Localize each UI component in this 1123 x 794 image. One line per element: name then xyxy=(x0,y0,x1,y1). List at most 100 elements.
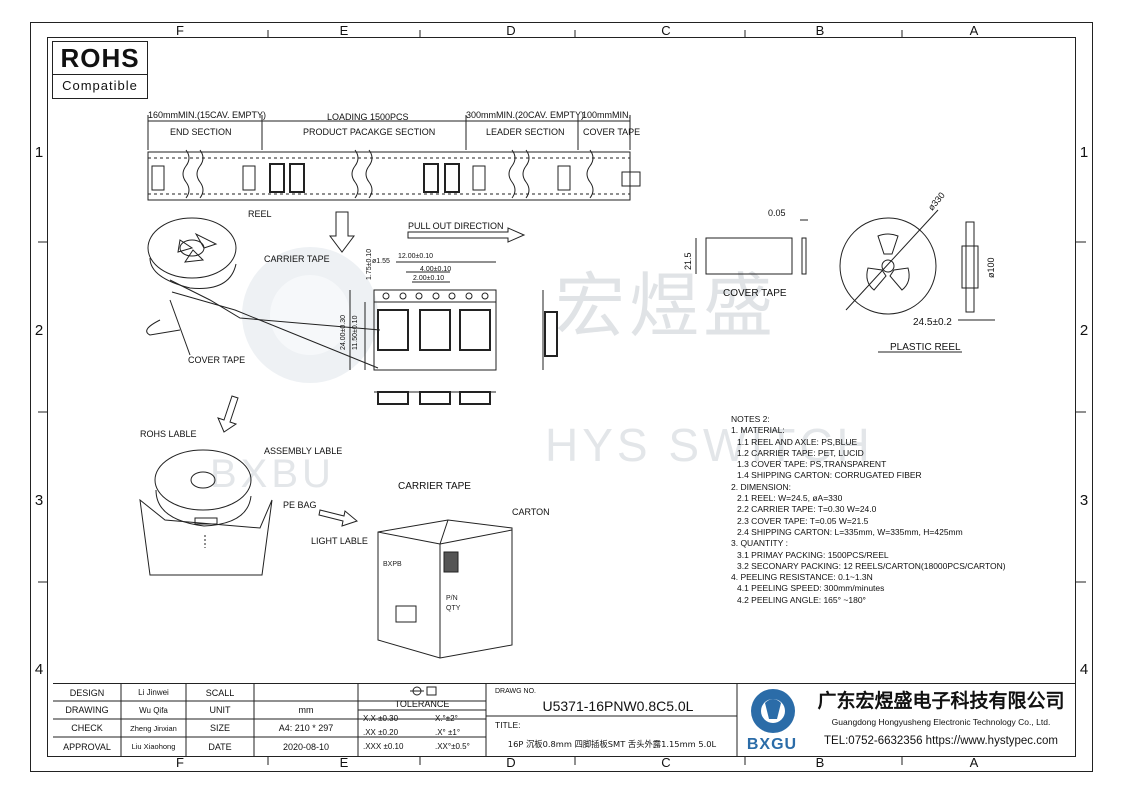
zone-letter-bottom-e: E xyxy=(339,755,349,770)
zone-letter-top-e: E xyxy=(339,23,349,38)
drawing-inner-frame xyxy=(47,37,1076,757)
zone-letter-top-b: B xyxy=(815,23,825,38)
company-contact: TEL:0752-6632356 https://www.hystypec.co… xyxy=(824,735,1058,747)
note-line: 2.1 REEL: W=24.5, øA=330 xyxy=(737,493,843,504)
val-date: 2020-08-10 xyxy=(282,741,330,752)
dim-pitch-2: 2.00±0.10 xyxy=(413,275,445,282)
note-line: 1.1 REEL AND AXLE: PS,BLUE xyxy=(737,436,858,447)
rohs-title: ROHS xyxy=(53,42,147,75)
label-pe-bag: PE BAG xyxy=(283,500,317,510)
zone-letter-bottom-a: A xyxy=(969,755,979,770)
label-carton: CARTON xyxy=(512,507,550,517)
title-block-grid xyxy=(53,684,738,756)
note-line: 4.1 PEELING SPEED: 300mm/minutes xyxy=(737,583,885,594)
drawing-outer-frame xyxy=(30,22,1093,772)
tape-cover-length: 100mmMIN. xyxy=(582,110,632,120)
label-reel: REEL xyxy=(248,209,272,219)
zone-letter-top-a: A xyxy=(969,23,979,38)
company-name-chinese: 广东宏煜盛电子科技有限公司 xyxy=(817,689,1065,712)
label-light-lable: LIGHT LABLE xyxy=(311,536,368,546)
zone-number-right-2: 2 xyxy=(1079,322,1089,339)
dim-pitch-4: 4.00±0.10 xyxy=(420,266,452,273)
dim-hole-diameter: ø1.55 xyxy=(372,258,390,265)
tol-linear-1: X.X ±0.30 xyxy=(363,713,399,723)
watermark-english: HYS SWITCH xyxy=(545,419,874,471)
svg-text:BXPB: BXPB xyxy=(383,561,402,568)
plastic-reel-title: PLASTIC REEL xyxy=(890,342,961,353)
label-rohs-lable: ROHS LABLE xyxy=(140,429,197,439)
zone-number-right-3: 3 xyxy=(1079,492,1089,509)
label-carrier-tape-title: CARRIER TAPE xyxy=(398,481,471,492)
zone-number-right-1: 1 xyxy=(1079,144,1089,161)
note-line: NOTES 2: xyxy=(731,414,770,424)
tape-end-section: END SECTION xyxy=(170,127,232,137)
zone-letter-bottom-d: D xyxy=(506,755,516,770)
tape-leader-length: 300mmMIN.(20CAV. EMPTY) xyxy=(466,110,585,120)
role-approval: APPROVAL xyxy=(63,741,111,752)
name-design: Li Jinwei xyxy=(138,688,169,697)
dim-pitch-12: 12.00±0.10 xyxy=(398,253,433,260)
zone-number-left-4: 4 xyxy=(34,661,44,678)
tolerance-title: TOLERANCE xyxy=(394,699,450,709)
tape-product-section: PRODUCT PACAKGE SECTION xyxy=(303,127,436,137)
note-line: 2.4 SHIPPING CARTON: L=335mm, W=335mm, H… xyxy=(737,526,963,537)
key-unit: UNIT xyxy=(209,705,231,715)
company-logo-icon xyxy=(751,689,795,733)
key-size: SIZE xyxy=(209,723,230,733)
role-design: DESIGN xyxy=(69,687,105,698)
svg-text:QTY: QTY xyxy=(446,605,461,612)
key-date: DATE xyxy=(208,741,232,752)
watermark-logo-icon xyxy=(242,247,378,383)
rohs-subtitle: Compatible xyxy=(62,78,138,93)
tape-leader-section: LEADER SECTION xyxy=(486,127,565,137)
role-drawing: DRAWING xyxy=(65,705,109,715)
label-pull-out-direction: PULL OUT DIRECTION xyxy=(408,221,504,231)
val-unit: mm xyxy=(298,705,314,715)
name-drawing: Wu Qifa xyxy=(139,705,168,715)
tape-cover-section: COVER TAPE xyxy=(583,127,641,137)
note-line: 1.4 SHIPPING CARTON: CORRUGATED FIBER xyxy=(737,470,922,481)
label-carrier-tape: CARRIER TAPE xyxy=(264,254,330,264)
val-size: A4: 210 * 297 xyxy=(278,723,334,733)
company-name-english: Guangdong Hongyusheng Electronic Technol… xyxy=(831,717,1051,727)
note-line: 2.3 COVER TAPE: T=0.05 W=21.5 xyxy=(737,515,869,526)
dim-hub-diameter: ø100 xyxy=(986,257,996,278)
drawing-title: 16P 沉板0.8mm 四脚插板SMT 舌头外露1.15mm 5.0L xyxy=(507,739,717,749)
note-line: 1.3 COVER TAPE: PS,TRANSPARENT xyxy=(737,459,887,470)
cover-tape-title: COVER TAPE xyxy=(723,288,787,299)
zone-letter-top-d: D xyxy=(506,23,516,38)
note-line: 1.2 CARRIER TAPE: PET, LUCID xyxy=(737,447,864,458)
note-line: 2.2 CARRIER TAPE: T=0.30 W=24.0 xyxy=(737,504,877,515)
note-line: 4. PEELING RESISTANCE: 0.1~1.3N xyxy=(731,572,873,583)
dim-cover-width: 21.5 xyxy=(683,252,693,270)
note-line: 3.1 PRIMAY PACKING: 1500PCS/REEL xyxy=(737,549,889,560)
note-line: 3.2 SECONARY PACKING: 12 REELS/CARTON(18… xyxy=(737,560,1006,571)
zone-number-left-3: 3 xyxy=(34,492,44,509)
dim-reel-width: 24.5±0.2 xyxy=(913,317,952,328)
svg-text:P/N: P/N xyxy=(446,595,458,602)
key-scale: SCALL xyxy=(205,687,235,698)
dim-width-11: 11.50±0.10 xyxy=(352,315,359,350)
note-line: 2. DIMENSION: xyxy=(731,481,791,492)
title-block: DESIGN Li Jinwei SCALL DRAWING Wu Qifa U… xyxy=(53,683,1076,756)
watermark-chinese: 宏煜盛 xyxy=(555,265,777,347)
name-check: Zheng Jinxian xyxy=(130,723,177,733)
note-line: 3. QUANTITY : xyxy=(731,538,788,549)
dim-cover-thickness: 0.05 xyxy=(768,208,786,218)
tape-end-length: 160mmMIN.(15CAV. EMPTY) xyxy=(148,110,267,120)
val-scale xyxy=(254,684,358,701)
note-line: 1. MATERIAL: xyxy=(731,425,785,436)
projection-symbol-icon xyxy=(410,686,437,696)
tol-linear-2: .XX ±0.20 xyxy=(363,727,399,737)
zone-letter-top-f: F xyxy=(176,23,184,38)
zone-letter-bottom-f: F xyxy=(176,755,184,770)
watermark-brand: BXBU xyxy=(210,452,335,496)
company-logo-text: BXGU xyxy=(746,736,798,753)
role-check: CHECK xyxy=(71,723,103,733)
zone-number-left-1: 1 xyxy=(34,144,44,161)
rohs-badge: ROHS Compatible xyxy=(52,41,148,99)
name-approval: Liu Xiaohong xyxy=(131,742,176,751)
zone-letter-top-c: C xyxy=(661,23,671,38)
zone-number-left-2: 2 xyxy=(34,322,44,339)
